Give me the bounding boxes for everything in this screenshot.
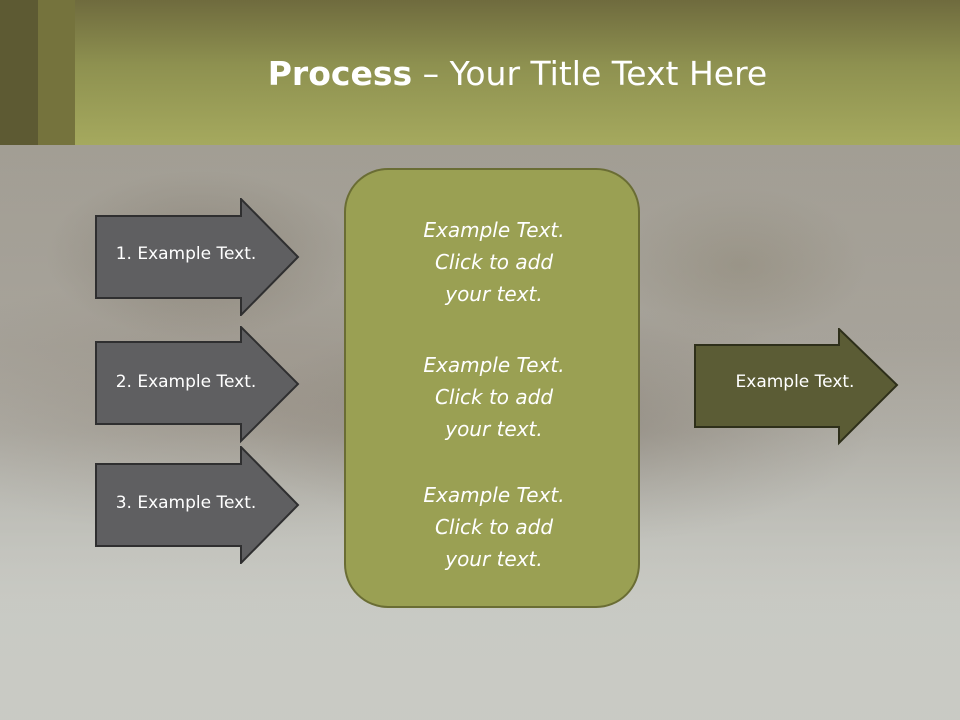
step-label-2: 2. Example Text. <box>115 372 257 392</box>
output-arrow[interactable]: Example Text. <box>694 328 900 446</box>
arrow-shape-3 <box>95 446 300 564</box>
slide-title[interactable]: Process – Your Title Text Here <box>75 52 960 96</box>
title-rest-part: – Your Title Text Here <box>412 54 768 93</box>
title-bold-part: Process <box>267 54 413 93</box>
step-arrow-1[interactable]: 1. Example Text. <box>95 198 300 316</box>
center-text-block-1: Example Text. Click to add your text. <box>346 214 642 310</box>
center-text-block-2: Example Text. Click to add your text. <box>346 349 642 445</box>
step-arrow-3[interactable]: 3. Example Text. <box>95 446 300 564</box>
center-text-3-line-2: Click to add <box>434 515 554 539</box>
center-text-1-line-3: your text. <box>445 282 543 306</box>
arrow-shape-2 <box>95 326 300 444</box>
output-label: Example Text. <box>735 372 855 392</box>
center-text-2-line-2: Click to add <box>434 385 554 409</box>
arrow-shape-1 <box>95 198 300 316</box>
title-bar: Process – Your Title Text Here <box>0 0 960 145</box>
step-label-3: 3. Example Text. <box>115 493 257 513</box>
center-process-box[interactable]: Example Text. Click to add your text. Ex… <box>344 168 640 608</box>
center-text-2-line-1: Example Text. <box>423 353 565 377</box>
step-arrow-2[interactable]: 2. Example Text. <box>95 326 300 444</box>
step-label-1: 1. Example Text. <box>115 244 257 264</box>
output-arrow-shape <box>694 328 899 446</box>
center-text-1-line-1: Example Text. <box>423 218 565 242</box>
header-accent-block-dark <box>0 0 38 145</box>
center-text-1-line-2: Click to add <box>434 250 554 274</box>
center-text-block-3: Example Text. Click to add your text. <box>346 479 642 575</box>
center-text-3-line-1: Example Text. <box>423 483 565 507</box>
header-accent-block-light <box>38 0 75 145</box>
center-text-3-line-3: your text. <box>445 547 543 571</box>
center-text-2-line-3: your text. <box>445 417 543 441</box>
